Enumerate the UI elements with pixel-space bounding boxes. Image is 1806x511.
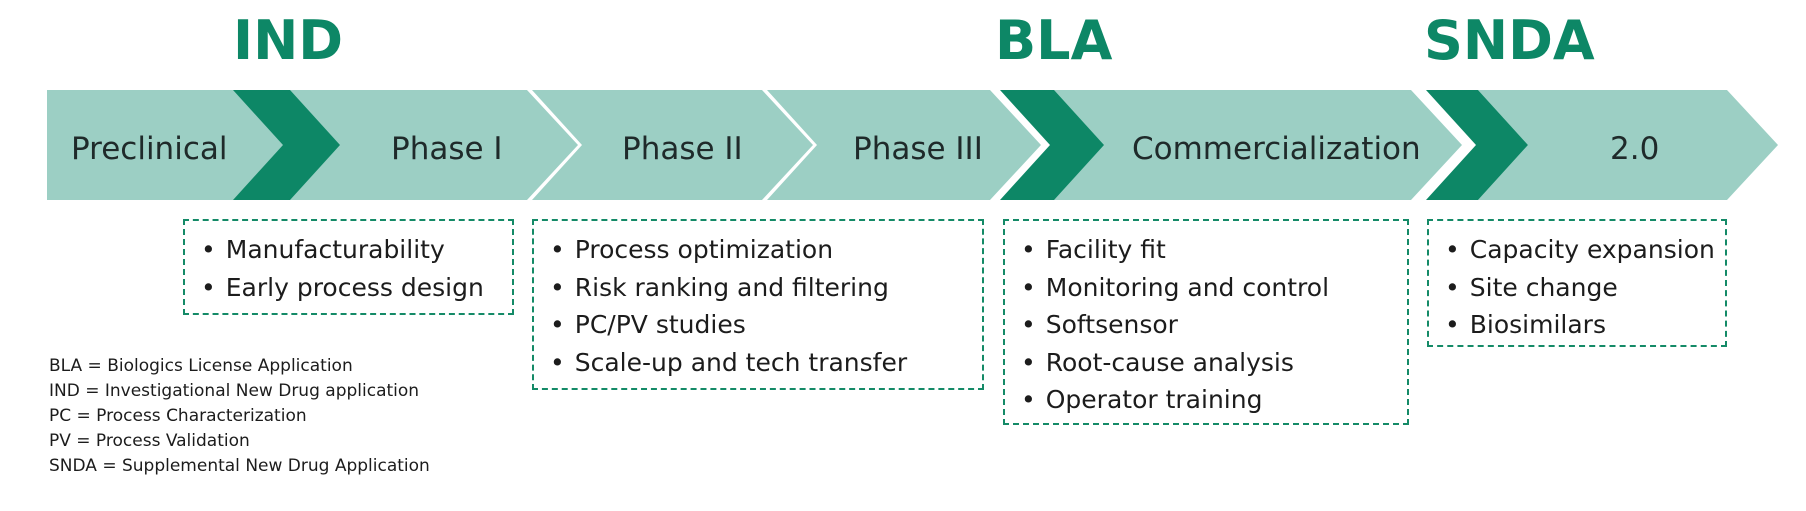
phase-chevron-commercialization: [1052, 90, 1462, 200]
glossary-entry: SNDA = Supplemental New Drug Application: [49, 456, 430, 476]
glossary-entry: BLA = Biologics License Application: [49, 356, 353, 376]
phase-chevron-2-0: [1478, 90, 1778, 200]
list-item: PC/PV studies: [550, 306, 968, 344]
phase-chevron-phase-1: [287, 90, 578, 200]
list-item: Capacity expansion: [1445, 231, 1715, 269]
phase-chevron-preclinical: [47, 90, 284, 200]
milestone-label-ind: IND: [233, 9, 344, 72]
list-item: Manufacturability: [201, 231, 498, 269]
milestone-label-snda: SNDA: [1424, 9, 1595, 72]
glossary-entry: PC = Process Characterization: [49, 406, 307, 426]
list-item: Facility fit: [1021, 231, 1393, 269]
milestone-chevron-snda: [1426, 90, 1528, 200]
abbreviation-glossary: BLA = Biologics License Application IND …: [49, 354, 430, 479]
list-item: Operator training: [1021, 381, 1393, 419]
activities-box-lifecycle: Capacity expansion Site change Biosimila…: [1427, 219, 1727, 347]
phase-label-2-0: 2.0: [1610, 131, 1660, 167]
milestone-label-bla: BLA: [995, 9, 1113, 72]
phase-arrow-band: [47, 90, 1778, 200]
phase-label-phase-3: Phase III: [853, 131, 983, 167]
phase-label-preclinical: Preclinical: [71, 131, 228, 167]
activities-box-early: Manufacturability Early process design: [183, 219, 514, 315]
list-item: Scale-up and tech transfer: [550, 344, 968, 382]
phase-label-phase-1: Phase I: [391, 131, 503, 167]
phase-chevron-phase-2: [532, 90, 813, 200]
list-item: Site change: [1445, 269, 1711, 307]
phase-label-phase-2: Phase II: [622, 131, 743, 167]
list-item: Early process design: [201, 269, 498, 307]
glossary-entry: IND = Investigational New Drug applicati…: [49, 381, 420, 401]
list-item: Risk ranking and filtering: [550, 269, 968, 307]
list-item: Root-cause analysis: [1021, 344, 1393, 382]
milestone-chevron-bla: [1000, 90, 1104, 200]
glossary-entry: PV = Process Validation: [49, 431, 250, 451]
phase-chevron-phase-3: [767, 90, 1041, 200]
list-item: Monitoring and control: [1021, 269, 1393, 307]
activities-box-commercial: Facility fit Monitoring and control Soft…: [1003, 219, 1409, 425]
list-item: Softsensor: [1021, 306, 1393, 344]
milestone-chevron-ind: [233, 90, 340, 200]
activities-box-clinical: Process optimization Risk ranking and fi…: [532, 219, 984, 390]
phase-label-commercialization: Commercialization: [1132, 131, 1421, 167]
list-item: Process optimization: [550, 231, 968, 269]
list-item: Biosimilars: [1445, 306, 1711, 344]
